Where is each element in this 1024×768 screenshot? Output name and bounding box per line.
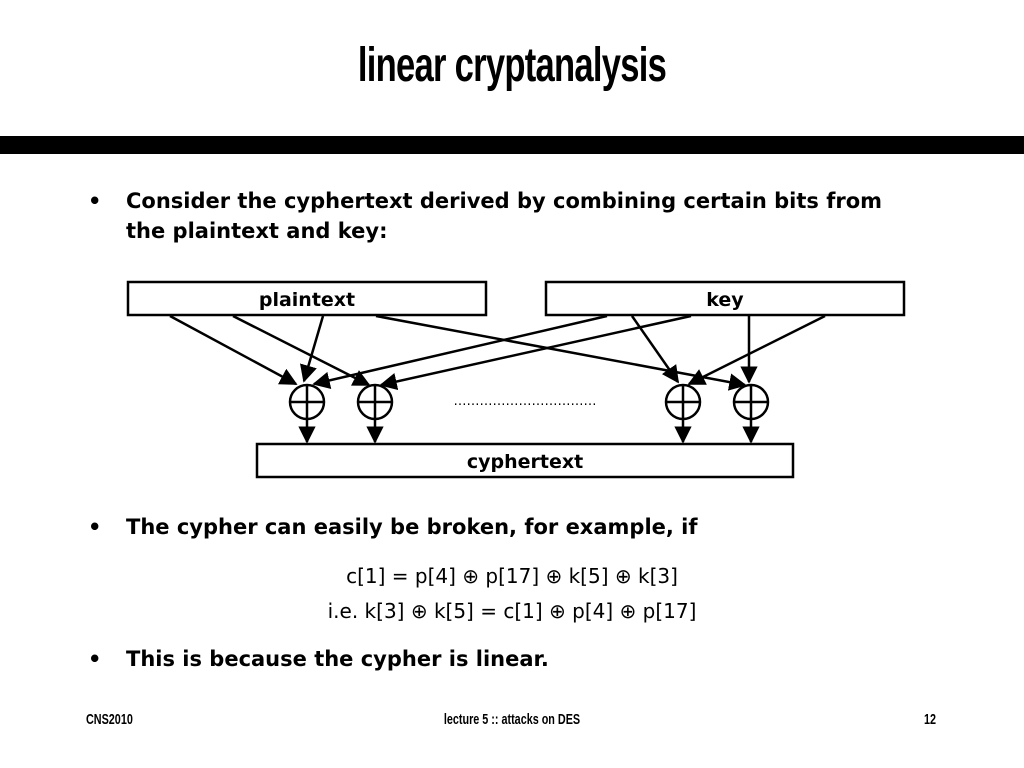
footer-lecture: lecture 5 :: attacks on DES bbox=[443, 711, 581, 728]
arrow-plaintext-to-xor-1 bbox=[169, 314, 298, 386]
bullet-marker: • bbox=[88, 189, 102, 213]
plaintext-box: plaintext bbox=[126, 280, 488, 317]
bullet-linear: • This is because the cypher is linear. bbox=[88, 644, 908, 674]
bullet-text: This is because the cypher is linear. bbox=[126, 647, 549, 671]
footer-course: CNS2010 bbox=[86, 711, 133, 728]
xor-gate-2 bbox=[356, 383, 394, 421]
bullet-consider: • Consider the cyphertext derived by com… bbox=[88, 186, 908, 246]
bullet-text: The cypher can easily be broken, for exa… bbox=[126, 515, 698, 539]
footer-page-number: 12 bbox=[923, 711, 936, 728]
slide-title: linear cryptanalysis bbox=[357, 39, 667, 92]
equation-ciphertext-bit: c[1] = p[4] ⊕ p[17] ⊕ k[5] ⊕ k[3] bbox=[346, 564, 678, 588]
plaintext-label: plaintext bbox=[259, 289, 355, 311]
key-label: key bbox=[706, 289, 744, 311]
title-divider-bar bbox=[0, 136, 1024, 154]
cyphertext-label: cyphertext bbox=[467, 451, 583, 473]
bullet-marker: • bbox=[88, 515, 102, 539]
arrow-plaintext-to-xor-2 bbox=[232, 314, 371, 387]
arrow-key-to-xor-3 bbox=[630, 315, 680, 384]
xor-gate-4 bbox=[732, 383, 770, 421]
key-box: key bbox=[544, 280, 906, 317]
bullet-broken: • The cypher can easily be broken, for e… bbox=[88, 512, 908, 542]
bullet-text: Consider the cyphertext derived by combi… bbox=[126, 189, 883, 243]
input-arrows bbox=[169, 314, 826, 391]
arrow-key-to-xor-1 bbox=[312, 314, 608, 389]
arrow-plaintext-to-xor-4 bbox=[375, 314, 747, 391]
cyphertext-box: cyphertext bbox=[255, 442, 795, 479]
bullet-marker: • bbox=[88, 647, 102, 671]
arrow-key-to-xor-3b bbox=[687, 314, 826, 386]
gate-ellipsis: …………………………… bbox=[454, 394, 597, 409]
arrow-plaintext-to-xor-1b bbox=[300, 315, 325, 383]
xor-gates bbox=[288, 383, 770, 421]
xor-gate-1 bbox=[288, 383, 326, 421]
output-arrows bbox=[298, 419, 760, 444]
equation-key-relation: i.e. k[3] ⊕ k[5] = c[1] ⊕ p[4] ⊕ p[17] bbox=[327, 599, 697, 623]
xor-gate-3 bbox=[664, 383, 702, 421]
